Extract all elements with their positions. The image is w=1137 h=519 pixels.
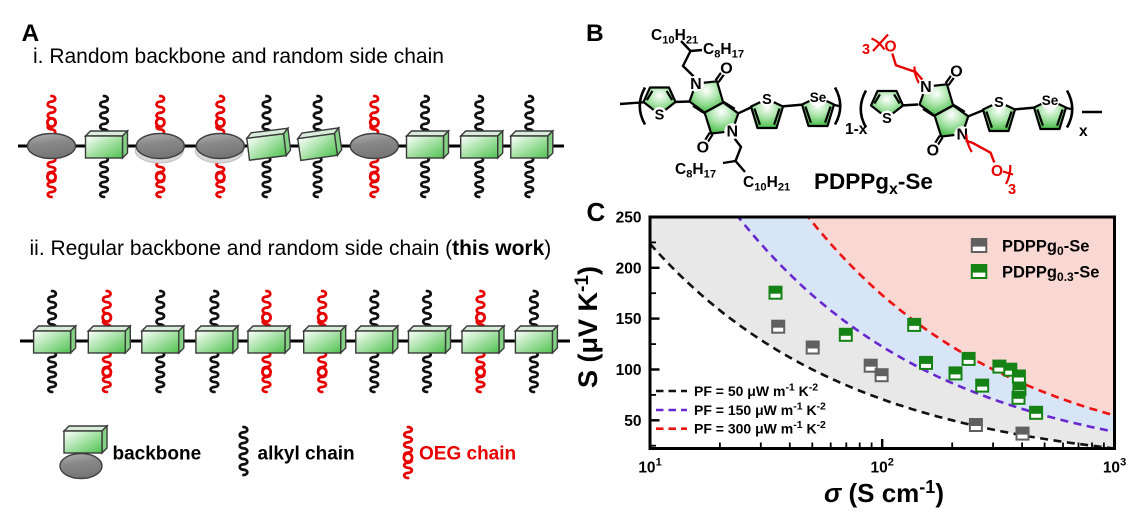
svg-text:250: 250 [616,210,642,227]
svg-text:S: S [882,111,892,127]
svg-text:O: O [950,64,962,81]
svg-text:150: 150 [616,311,642,328]
svg-text:A: A [22,20,40,47]
svg-text:B: B [586,20,604,47]
svg-text:ii. Regular backbone and rando: ii. Regular backbone and random side cha… [30,237,552,260]
svg-text:50: 50 [624,413,641,430]
svg-text:Se: Se [810,90,827,105]
svg-text:backbone: backbone [113,444,202,465]
svg-text:alkyl chain: alkyl chain [258,444,355,465]
svg-text:OEG chain: OEG chain [419,444,516,465]
svg-text:O: O [697,139,709,156]
svg-text:3: 3 [1008,182,1016,198]
svg-text:N: N [727,124,739,141]
svg-text:O: O [991,163,1003,180]
svg-text:C: C [587,197,606,227]
svg-text:N: N [920,79,932,96]
svg-text:S: S [762,92,772,108]
svg-text:O: O [884,39,896,56]
svg-text:200: 200 [616,260,642,277]
svg-text:N: N [690,76,702,93]
svg-text:100: 100 [616,362,642,379]
svg-text:PDPPg0.3-Se: PDPPg0.3-Se [1002,264,1099,285]
svg-text:1-x: 1-x [845,121,868,138]
svg-text:S: S [994,95,1004,111]
svg-text:σ (S cm-1): σ (S cm-1) [824,477,944,508]
svg-text:O: O [927,142,939,159]
svg-text:PF = 50 μW m-1 K-2: PF = 50 μW m-1 K-2 [694,382,818,400]
svg-text:PDPPg0-Se: PDPPg0-Se [1002,238,1089,259]
svg-text:PF = 150 μW m-1 K-2: PF = 150 μW m-1 K-2 [694,401,826,419]
svg-text:x: x [1079,123,1088,140]
svg-text:S: S [655,108,665,124]
svg-text:Se: Se [1042,93,1059,108]
svg-text:PF = 300 μW m-1 K-2: PF = 300 μW m-1 K-2 [694,419,826,437]
svg-text:N: N [957,127,969,144]
svg-text:3: 3 [862,42,870,58]
svg-text:PDPPgx-Se: PDPPgx-Se [814,169,933,198]
svg-text:O: O [720,61,732,78]
svg-text:i. Random backbone and random: i. Random backbone and random side chain [33,45,444,68]
